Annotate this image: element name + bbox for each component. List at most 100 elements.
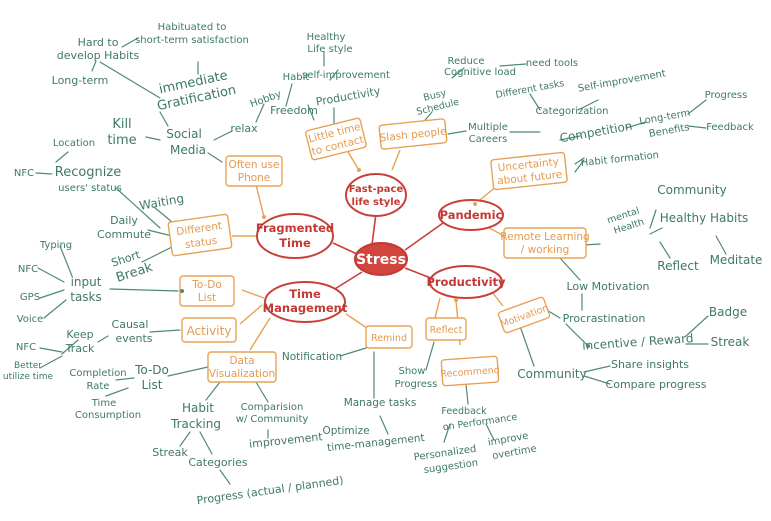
box-label: status	[184, 235, 218, 251]
label-self-improvement-2: Self-improvement	[577, 68, 667, 94]
box-data-visualization[interactable]: Data Visualization	[207, 351, 277, 383]
label-notification: Notification	[282, 351, 342, 363]
label-time-consumption: Time	[91, 398, 116, 409]
label-keep-track: Track	[65, 342, 95, 355]
box-todo-list[interactable]: To-Do List	[179, 275, 235, 307]
label-reflect-green: Reflect	[657, 259, 699, 273]
label-show-progress: Progress	[395, 379, 438, 390]
box-label: Visualization	[209, 368, 275, 380]
label-relax: relax	[230, 122, 258, 135]
label-progress: Progress	[705, 90, 748, 101]
label-better-utilize: Better	[14, 361, 42, 371]
label-compare-progress: Compare progress	[606, 378, 707, 391]
label-multiple-careers: Careers	[469, 134, 508, 145]
label-input-tasks: input	[71, 275, 102, 289]
box-label: / working	[521, 244, 570, 256]
box-different-status[interactable]: Different status	[167, 213, 233, 257]
label-feedback-performance: Feedback	[441, 406, 487, 417]
center-label: Stress	[356, 252, 406, 268]
box-label: To-Do	[191, 279, 222, 291]
label-todo-list-green: To-Do	[134, 363, 169, 377]
label-community-2: Community	[517, 367, 586, 381]
label-healthy-habits: Healthy Habits	[660, 211, 749, 225]
label-procrastination: Procrastination	[563, 312, 646, 325]
box-often-use-phone[interactable]: Often use Phone	[225, 155, 283, 187]
label-healthy-life: Life style	[307, 44, 352, 55]
box-remote-learning[interactable]: Remote Learning / working	[500, 227, 590, 259]
label-nfc-2: NFC	[18, 264, 38, 275]
label-hard-to-develop: develop Habits	[57, 49, 140, 62]
node-time-management[interactable]: Time Management	[263, 281, 348, 323]
label-competition: Competition	[559, 119, 634, 146]
label-streak-1: Streak	[152, 446, 188, 459]
node-pandemic[interactable]: Pandemic	[438, 199, 504, 231]
box-motivation[interactable]: Motivation	[497, 296, 551, 334]
label-improvement: improvement	[248, 430, 323, 451]
label-feedback: Feedback	[706, 122, 754, 133]
label-meditate: Meditate	[710, 253, 763, 267]
label-low-motivation: Low Motivation	[566, 280, 649, 293]
label-recognize: users' status	[58, 183, 122, 194]
box-uncertainty-about-future[interactable]: Uncertainty about future	[490, 151, 568, 191]
label-categorization: Categorization	[535, 106, 608, 117]
label-better-utilize: utilize time	[3, 372, 54, 382]
connector-dots	[180, 168, 590, 348]
node-label: Time	[279, 236, 311, 250]
label-voice: Voice	[17, 314, 44, 325]
label-categories: Categories	[188, 456, 248, 469]
node-label: Fragmented	[256, 221, 334, 235]
box-label: Remote Learning	[500, 231, 589, 243]
label-badge: Badge	[709, 305, 747, 319]
node-label: Productivity	[426, 275, 506, 289]
label-daily-commute: Commute	[97, 228, 151, 241]
box-label: Activity	[187, 324, 232, 338]
label-habit-tracking: Tracking	[170, 417, 221, 431]
label-waiting: Waiting	[138, 191, 185, 213]
box-label: Often use	[229, 159, 280, 171]
box-label: Remind	[371, 333, 407, 344]
label-healthy-life: Healthy	[307, 32, 346, 43]
label-location: Location	[53, 138, 95, 149]
label-completion-rate: Rate	[87, 381, 110, 392]
label-reduce-cognitive: Cognitive load	[444, 67, 516, 78]
label-recognize: Recognize	[55, 165, 121, 180]
node-label: Management	[263, 301, 348, 315]
label-kill-time: time	[107, 133, 136, 148]
green-labels: Hard to develop Habits Habituated to sho…	[3, 22, 763, 507]
label-causal-events: Causal	[112, 318, 149, 331]
label-social-media: Media	[170, 143, 206, 157]
label-nfc-1: NFC	[14, 168, 34, 179]
node-fast-pace-life-style[interactable]: Fast-pace life style	[345, 173, 407, 217]
label-habit: Habit	[283, 72, 310, 83]
label-time-consumption: Consumption	[75, 410, 141, 421]
label-progress-actual: Progress (actual / planned)	[196, 474, 344, 507]
label-causal-events: events	[115, 332, 152, 345]
label-comparision: Comparision	[241, 402, 304, 413]
box-slash-people[interactable]: Slash people	[378, 118, 448, 150]
label-habituated: short-term satisfaction	[135, 35, 249, 46]
label-habit-tracking: Habit	[182, 401, 214, 415]
label-manage-tasks: Manage tasks	[344, 397, 417, 409]
box-little-time-to-contact[interactable]: Little time to contact	[305, 117, 367, 161]
node-label: Fast-pace	[349, 184, 404, 195]
box-label: Recommend	[440, 365, 500, 380]
box-reflect[interactable]: Reflect	[425, 317, 467, 341]
links-green	[35, 37, 727, 485]
label-comparision: w/ Community	[236, 414, 309, 425]
box-activity[interactable]: Activity	[181, 317, 237, 343]
box-label: Phone	[238, 172, 271, 184]
label-show-progress: Show	[399, 366, 426, 377]
node-fragmented-time[interactable]: Fragmented Time	[256, 213, 334, 259]
box-label: List	[198, 292, 216, 304]
label-nfc-3: NFC	[16, 342, 36, 353]
label-need-tools: need tools	[526, 58, 578, 69]
label-different-tasks: Different tasks	[495, 78, 566, 101]
node-productivity[interactable]: Productivity	[426, 265, 506, 299]
center-node[interactable]: Stress	[354, 242, 408, 276]
label-freedom: Freedom	[270, 104, 318, 117]
label-hard-to-develop: Hard to	[78, 36, 119, 49]
box-recommend[interactable]: Recommend	[440, 355, 500, 387]
box-remind[interactable]: Remind	[365, 325, 413, 349]
label-long-term: Long-term	[52, 74, 109, 87]
